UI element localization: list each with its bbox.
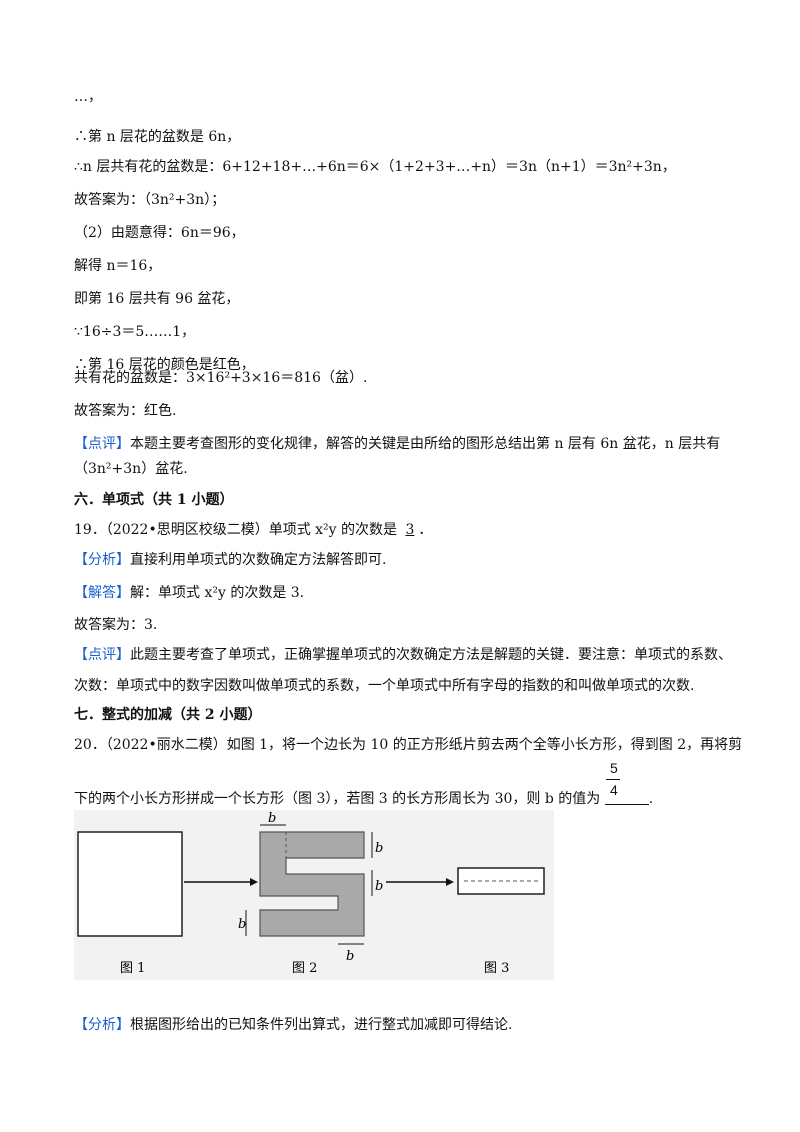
solution-19: 【解答】解：单项式 x²y 的次数是 3. [74,584,304,602]
analysis-tag: 【分析】 [74,552,130,568]
line-8: ∵16÷3＝5……1， [74,324,196,340]
answer-19: 故答案为：3. [74,617,158,633]
comment-text: 本题主要考查图形的变化规律，解答的关键是由所给的图形总结出第 n 层有 6n 盆… [130,436,721,452]
comment-tag: 【点评】 [74,436,130,452]
answer-blank [604,792,649,805]
figure-3-label: 图 3 [484,961,509,976]
solution-tag: 【解答】 [74,585,130,601]
question-19: 19．（2022•思明区校级二模）单项式 x²y 的次数是 3． [74,521,432,539]
comment-1: 【点评】本题主要考查图形的变化规律，解答的关键是由所给的图形总结出第 n 层有 … [74,435,720,453]
question-19-answer: 3 [405,522,415,538]
line-2: ∴第 n 层花的盆数是 6n， [74,129,241,145]
answer-numerator: 5 [610,760,618,776]
comment-1-cont: （3n²+3n）盆花. [74,461,188,477]
line-3: ∴n 层共有花的盆数是：6+12+18+…+6n＝6×（1+2+3+…+n）＝3… [74,159,676,175]
label-b-right-1: b [375,841,383,856]
label-b-right-2: b [375,879,383,894]
analysis-text: 直接利用单项式的次数确定方法解答即可. [130,552,387,568]
figure-2-shape [259,831,365,937]
line-4: 故答案为：（3n²+3n）； [74,192,226,208]
question-20-line-1: 20．（2022•丽水二模）如图 1，将一个边长为 10 的正方形纸片剪去两个全… [74,737,743,753]
label-b-bottom: b [346,949,354,964]
analysis-20-tag: 【分析】 [74,1017,130,1033]
question-20-suffix: . [648,791,654,807]
label-b-left: b [238,917,246,932]
label-b-top: b [268,811,276,826]
question-20-line-2: 下的两个小长方形拼成一个长方形（图 3），若图 3 的长方形周长为 30，则 b… [74,790,653,808]
figure-1-square [77,831,183,937]
comment-19-text: 此题主要考查了单项式，正确掌握单项式的次数确定方法是解题的关键．要注意：单项式的… [130,647,732,663]
comment-19-tag: 【点评】 [74,647,130,663]
line-1: …， [74,89,102,105]
answer-denominator: 4 [610,782,618,798]
figure-q20: b b b b b 图 1 图 2 图 3 [74,810,554,980]
line-9: ∴第 16 层花的颜色是红色， [74,357,255,373]
comment-19: 【点评】此题主要考查了单项式，正确掌握单项式的次数确定方法是解题的关键．要注意：… [74,646,732,664]
section-7-heading: 七．整式的加减（共 2 小题） [74,707,262,723]
question-20-text: 下的两个小长方形拼成一个长方形（图 3），若图 3 的长方形周长为 30，则 b… [74,791,605,807]
analysis-20-text: 根据图形给出的已知条件列出算式，进行整式加减即可得结论. [130,1017,513,1033]
section-6-heading: 六．单项式（共 1 小题） [74,492,234,508]
figure-2-label: 图 2 [292,961,317,976]
arrow-1-head [250,878,258,886]
line-11: 故答案为：红色. [74,403,177,419]
line-6: 解得 n＝16， [74,258,162,274]
question-19-suffix: ． [418,522,433,538]
arrow-2-head [446,878,454,886]
analysis-19: 【分析】直接利用单项式的次数确定方法解答即可. [74,551,386,569]
fraction-bar [606,779,620,780]
question-19-text: 19．（2022•思明区校级二模）单项式 x²y 的次数是 [74,522,402,538]
line-10: 共有花的盆数是：3×16²+3×16＝816（盆）. [74,370,368,386]
figure-1-label: 图 1 [120,961,145,976]
solution-text: 解：单项式 x²y 的次数是 3. [130,585,305,601]
analysis-20: 【分析】根据图形给出的已知条件列出算式，进行整式加减即可得结论. [74,1016,512,1034]
comment-19-cont: 次数：单项式中的数字因数叫做单项式的系数，一个单项式中所有字母的指数的和叫做单项… [74,678,695,694]
line-5: （2）由题意得：6n＝96， [74,225,245,241]
line-7: 即第 16 层共有 96 盆花， [74,291,240,307]
